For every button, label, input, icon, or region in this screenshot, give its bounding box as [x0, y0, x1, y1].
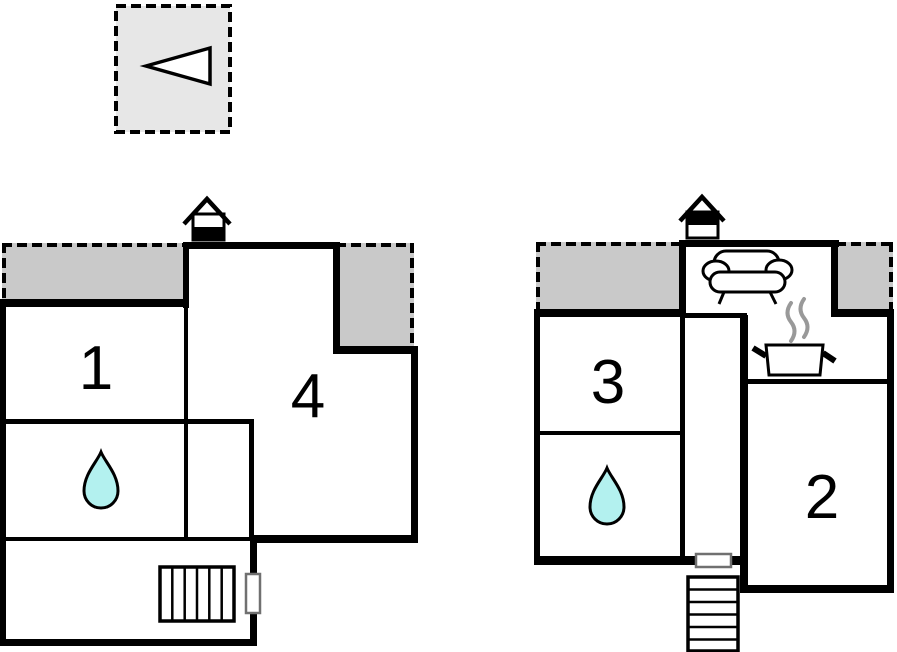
room-2-area [748, 384, 887, 585]
interior-wall [0, 419, 254, 424]
house-lower-level-icon [182, 195, 232, 242]
wall [0, 299, 187, 307]
sofa-seat [708, 270, 787, 294]
stairs-icon [686, 575, 740, 652]
compass-box [114, 4, 232, 134]
interior-wall [0, 537, 254, 541]
room-4-label: 4 [291, 362, 325, 431]
stair-treads [688, 588, 738, 641]
floor-plan-left: 1 4 [0, 195, 418, 646]
wall [183, 242, 340, 249]
wall [333, 242, 340, 354]
wall [250, 535, 418, 543]
wall [534, 556, 748, 565]
terrace-left [2, 243, 186, 303]
water-drop-icon [82, 447, 120, 510]
interior-wall [680, 315, 685, 560]
wall [183, 242, 189, 308]
interior-wall [747, 379, 893, 384]
walls-right-plan [534, 240, 894, 593]
stairs-icon [158, 565, 236, 623]
interior-wall [536, 431, 682, 435]
wall [740, 585, 894, 593]
stair-treads [171, 567, 223, 621]
door-marker [244, 572, 262, 615]
interior-wall [249, 419, 254, 539]
house-lower-half-filled [193, 227, 224, 240]
wall [0, 299, 6, 646]
sofa-legs [717, 291, 778, 305]
wall [831, 240, 838, 313]
room-3-area [540, 317, 680, 431]
door-marker [694, 552, 733, 569]
pot-body [764, 343, 825, 377]
wall [534, 309, 683, 317]
house-upper-level-icon [678, 193, 726, 240]
wall [333, 346, 418, 354]
wall [0, 639, 257, 646]
wall [831, 309, 894, 317]
floor-plan-right: 3 2 [534, 193, 894, 652]
wall [679, 240, 686, 317]
dashed-boundary-right-plan [536, 242, 893, 309]
interior-wall [682, 313, 747, 318]
wall [534, 309, 540, 565]
house-roof [182, 195, 232, 226]
wall [679, 240, 839, 247]
room-2-label: 2 [805, 463, 839, 532]
hallway-left-area [188, 424, 249, 537]
house-upper-half-filled [687, 212, 718, 225]
walls-left-plan [0, 242, 418, 646]
room-4-area [188, 249, 411, 535]
room-3-label: 3 [591, 348, 625, 417]
sofa-icon [701, 249, 794, 305]
steam-line [785, 301, 797, 343]
steaming-pot-icon [751, 297, 837, 377]
wall [887, 309, 894, 593]
left-pointing-arrow-icon [139, 45, 212, 87]
hallway-right-area [685, 318, 740, 556]
terrace-left [536, 242, 682, 313]
wall [740, 315, 748, 592]
dashed-boundary-left-plan [2, 243, 414, 348]
water-drop-icon [588, 463, 626, 526]
terrace-right [338, 243, 414, 351]
room-1-label: 1 [79, 334, 113, 403]
terrace-right [836, 242, 893, 313]
room-1-area [6, 308, 184, 419]
house-roof [678, 193, 726, 223]
pot-handles [751, 345, 837, 364]
wall [411, 346, 418, 543]
steam-line [798, 297, 810, 339]
